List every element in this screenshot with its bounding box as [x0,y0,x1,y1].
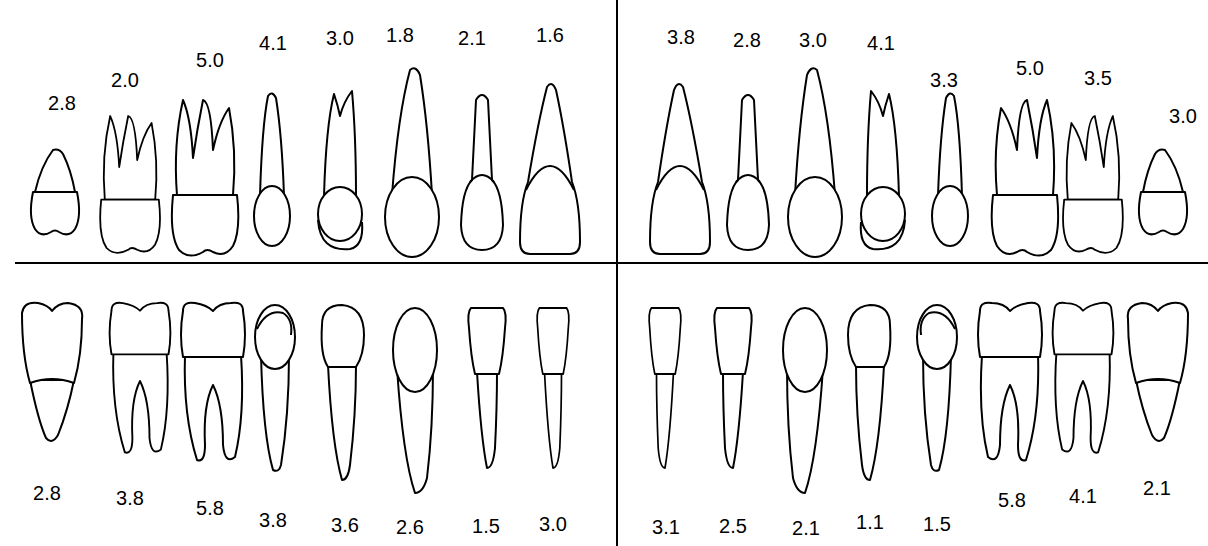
tooth [978,303,1042,461]
tooth [181,303,245,461]
measurement-value: 5.0 [1016,58,1044,78]
tooth [22,303,82,441]
tooth [1139,150,1187,235]
tooth [520,84,580,254]
measurement-value: 2.8 [733,30,761,50]
measurement-value: 4.1 [867,33,895,53]
tooth [537,308,569,468]
tooth [461,95,503,250]
tooth [848,305,890,480]
measurement-value: 3.8 [667,27,695,47]
midline [616,0,618,546]
tooth [254,93,290,246]
tooth [31,150,79,235]
tooth [393,308,437,493]
tooth [255,305,295,471]
measurement-value: 1.6 [536,25,564,45]
tooth [1128,303,1188,441]
tooth [100,116,160,253]
measurement-value: 5.8 [998,490,1026,510]
measurement-value: 2.8 [48,93,76,113]
measurement-value: 4.1 [1069,486,1097,506]
measurement-value: 3.8 [259,510,287,530]
tooth [783,308,827,493]
tooth [468,308,505,468]
measurement-value: 2.6 [396,517,424,537]
measurement-value: 2.1 [792,518,820,538]
measurement-value: 2.5 [719,516,747,536]
tooth [385,68,439,257]
tooth [649,308,681,468]
measurement-value: 3.6 [331,515,359,535]
measurement-value: 3.0 [799,30,827,50]
measurement-value: 2.8 [33,483,61,503]
measurement-value: 3.8 [116,488,144,508]
measurement-value: 1.5 [923,514,951,534]
measurement-value: 3.5 [1084,68,1112,88]
tooth [1063,116,1123,253]
tooth [788,68,842,257]
tooth [727,95,769,250]
occlusal-line [15,262,1208,264]
measurement-value: 5.8 [196,498,224,518]
tooth [322,305,364,480]
tooth [172,100,238,256]
tooth [714,308,751,468]
measurement-value: 1.5 [472,516,500,536]
measurement-value: 1.1 [856,512,884,532]
tooth [861,91,905,249]
tooth [932,93,968,246]
measurement-value: 3.0 [1169,106,1197,126]
tooth [110,303,171,453]
tooth [650,84,710,254]
tooth [992,100,1058,256]
measurement-value: 2.1 [458,28,486,48]
measurement-value: 2.1 [1143,478,1171,498]
measurement-value: 3.0 [326,28,354,48]
measurement-value: 3.1 [652,517,680,537]
tooth [917,305,957,471]
tooth [1053,303,1114,453]
measurement-value: 4.1 [259,33,287,53]
tooth [318,91,362,249]
measurement-value: 3.0 [539,514,567,534]
measurement-value: 1.8 [386,25,414,45]
measurement-value: 2.0 [111,70,139,90]
measurement-value: 3.3 [930,70,958,90]
measurement-value: 5.0 [196,50,224,70]
